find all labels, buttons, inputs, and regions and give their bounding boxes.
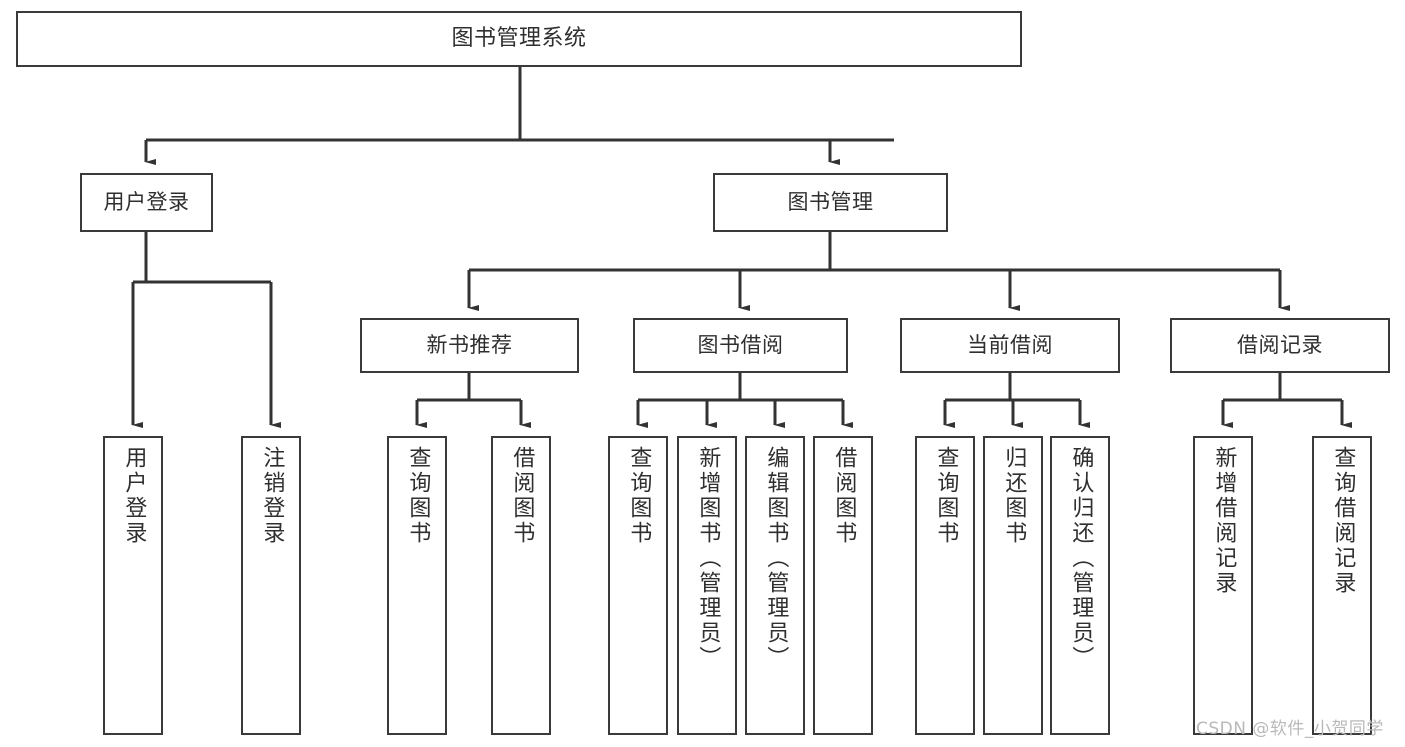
leaf-records-query-record[interactable]: 查询借阅记录 <box>1312 436 1372 735</box>
node-label: 编辑图书（管理员） <box>763 446 789 671</box>
node-label: 查询图书 <box>933 446 959 546</box>
leaf-borrow-edit-book-admin[interactable]: 编辑图书（管理员） <box>745 436 805 735</box>
leaf-newbook-query-book[interactable]: 查询图书 <box>387 436 447 735</box>
leaf-borrow-query-book[interactable]: 查询图书 <box>608 436 668 735</box>
node-label: 新书推荐 <box>426 333 513 358</box>
node-user-login[interactable]: 用户登录 <box>80 173 213 232</box>
node-label: 用户登录 <box>121 446 147 546</box>
node-book-management[interactable]: 图书管理 <box>713 173 948 232</box>
node-borrow-records[interactable]: 借阅记录 <box>1170 318 1390 373</box>
node-label: 新增借阅记录 <box>1211 446 1237 596</box>
node-root-system[interactable]: 图书管理系统 <box>16 11 1022 67</box>
node-label: 确认归还（管理员） <box>1068 446 1094 671</box>
node-label: 当前借阅 <box>967 333 1053 358</box>
node-label: 查询借阅记录 <box>1330 446 1356 596</box>
leaf-records-add-record[interactable]: 新增借阅记录 <box>1193 436 1253 735</box>
node-label: 查询图书 <box>626 446 652 546</box>
node-current-borrow[interactable]: 当前借阅 <box>900 318 1120 373</box>
node-label: 借阅图书 <box>509 446 535 546</box>
node-label: 图书管理 <box>787 190 874 215</box>
csdn-watermark: CSDN @软件_小贺同学 <box>1196 719 1384 739</box>
leaf-user-login[interactable]: 用户登录 <box>103 436 163 735</box>
node-label: 归还图书 <box>1001 446 1027 546</box>
leaf-current-return-book[interactable]: 归还图书 <box>983 436 1043 735</box>
node-label: 用户登录 <box>103 190 190 215</box>
node-label: 注销登录 <box>259 446 285 546</box>
node-new-book-recommend[interactable]: 新书推荐 <box>360 318 579 373</box>
leaf-borrow-add-book-admin[interactable]: 新增图书（管理员） <box>677 436 737 735</box>
leaf-borrow-borrow-book[interactable]: 借阅图书 <box>813 436 873 735</box>
node-book-borrow[interactable]: 图书借阅 <box>633 318 848 373</box>
leaf-current-confirm-return-admin[interactable]: 确认归还（管理员） <box>1050 436 1110 735</box>
node-label: 借阅记录 <box>1237 333 1323 358</box>
leaf-newbook-borrow-book[interactable]: 借阅图书 <box>491 436 551 735</box>
node-label: 图书借阅 <box>697 333 784 358</box>
leaf-logout[interactable]: 注销登录 <box>241 436 301 735</box>
node-label: 图书管理系统 <box>451 26 587 52</box>
node-label: 查询图书 <box>405 446 431 546</box>
node-label: 借阅图书 <box>831 446 857 546</box>
node-label: 新增图书（管理员） <box>695 446 721 671</box>
leaf-current-query-book[interactable]: 查询图书 <box>915 436 975 735</box>
